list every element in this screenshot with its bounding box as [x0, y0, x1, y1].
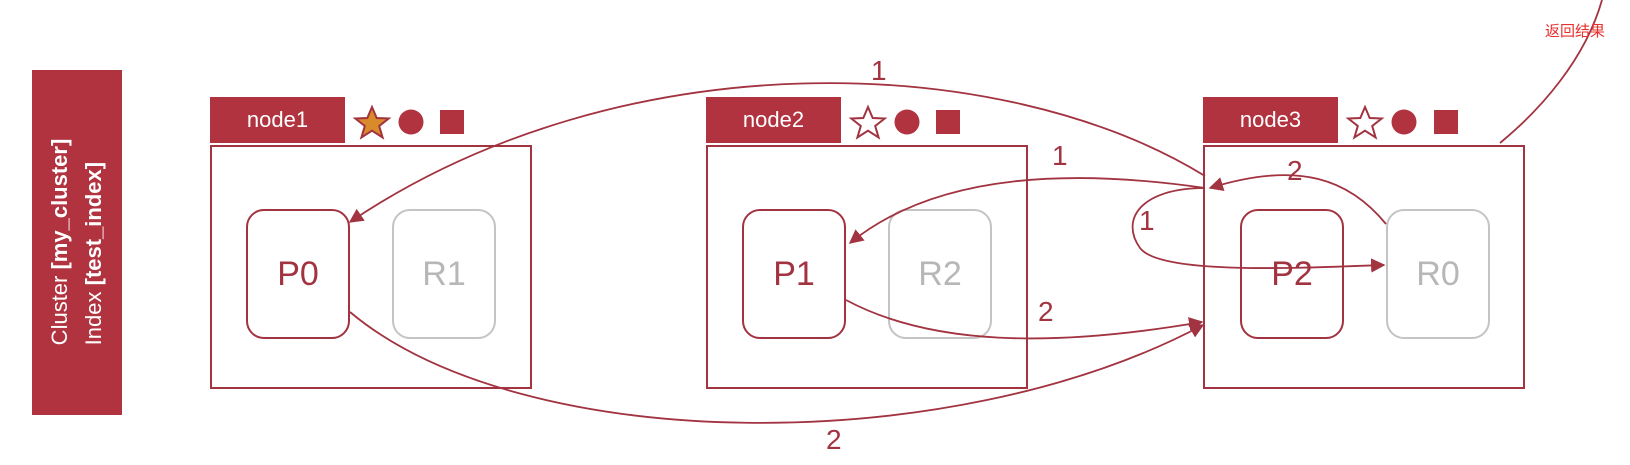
node3-label: node3 — [1239, 107, 1302, 132]
arrow-label-bottom-2: 2 — [826, 424, 842, 455]
node1-tab: node1 — [210, 97, 345, 143]
shard-p0: P0 — [246, 209, 350, 339]
shard-r1: R1 — [392, 209, 496, 339]
node2-role-icons — [848, 104, 960, 140]
shard-r0: R0 — [1386, 209, 1490, 339]
node3-tab: node3 — [1203, 97, 1338, 143]
return-result-label: 返回结果 — [1545, 22, 1606, 40]
node2-box — [706, 145, 1028, 389]
node2-tab: node2 — [706, 97, 841, 143]
square-icon — [1434, 110, 1458, 134]
arrow-node3-to-r0 — [1131, 187, 1386, 273]
circle-icon — [1391, 109, 1417, 135]
arrow-label-node2-2: 2 — [1038, 296, 1054, 327]
arrows-layer — [348, 0, 1603, 424]
star-icon — [848, 104, 888, 140]
star-icon — [1345, 104, 1385, 140]
node3-box — [1203, 145, 1525, 389]
star-icon — [352, 104, 392, 140]
return-result-line — [1499, 0, 1603, 144]
square-icon — [440, 110, 464, 134]
circle-icon — [894, 109, 920, 135]
shard-r2: R2 — [888, 209, 992, 339]
arrow-label-node3-2: 2 — [1287, 155, 1303, 186]
node1-role-icons — [352, 104, 464, 140]
node2-label: node2 — [742, 107, 805, 132]
arrow-label-mid-1: 1 — [1052, 140, 1068, 171]
arrow-label-top-1: 1 — [871, 55, 887, 86]
node1-label: node1 — [246, 107, 309, 132]
circle-icon — [398, 109, 424, 135]
arrow-p0-to-node3 — [349, 311, 1205, 424]
node1-box — [210, 145, 532, 389]
arrow-label-loop-1: 1 — [1139, 205, 1155, 236]
arrow-r0-to-node3 — [1208, 174, 1387, 225]
cluster-banner: Cluster [my_cluster] Index [test_index] — [32, 70, 122, 415]
arrow-node3-to-p0 — [348, 82, 1206, 223]
node3-role-icons — [1345, 104, 1458, 140]
square-icon — [936, 110, 960, 134]
arrow-node3-to-p1 — [848, 177, 1206, 244]
arrow-p1-to-node3 — [845, 299, 1204, 340]
shard-p2: P2 — [1240, 209, 1344, 339]
shard-p1: P1 — [742, 209, 846, 339]
